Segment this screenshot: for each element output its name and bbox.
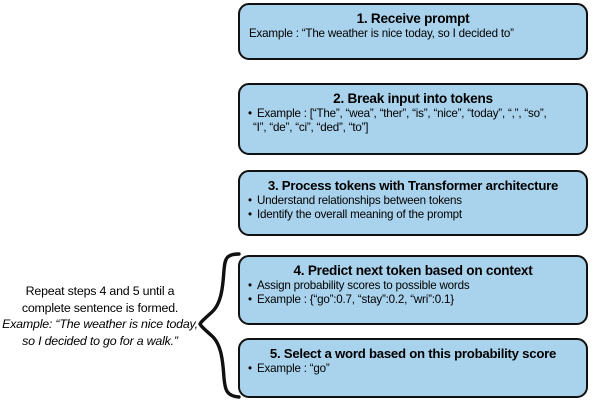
step-3-line-1: • Understand relationships between token…: [248, 194, 578, 208]
step-2-line-2-text: “I”, “de”, “ci”, “ded”, “to”]: [253, 121, 369, 135]
bullet-icon: •: [248, 208, 252, 222]
step-1-line-1-text: Example : “The weather is nice today, so…: [249, 27, 514, 40]
step-box-5: 5. Select a word based on this probabili…: [238, 338, 588, 398]
repeat-note-main: Repeat steps 4 and 5 until a complete se…: [21, 284, 179, 315]
bullet-icon: •: [248, 293, 252, 307]
step-4-line-1: • Assign probability scores to possible …: [248, 279, 578, 293]
step-4-line-2: • Example : {“go”:0.7, “stay”:0.2, “wri”…: [248, 293, 578, 307]
step-5-line-1-text: Example : “go”: [257, 362, 330, 375]
step-box-2: 2. Break input into tokens • Example : […: [238, 83, 588, 155]
step-2-line-1-text: Example : [“The”, “wea”, “ther”, “is”, “…: [257, 107, 547, 120]
step-4-line-1-text: Assign probability scores to possible wo…: [257, 279, 470, 292]
step-4-line-2-text: Example : {“go”:0.7, “stay”:0.2, “wri”:0…: [257, 293, 454, 307]
bullet-icon: •: [248, 107, 252, 120]
step-1-title: 1. Receive prompt: [356, 11, 470, 26]
bullet-icon: •: [248, 194, 252, 207]
step-3-title: 3. Process tokens with Transformer archi…: [267, 178, 559, 193]
step-4-title: 4. Predict next token based on context: [293, 263, 533, 278]
repeat-note-example: Example: “The weather is nice today, so …: [2, 317, 198, 348]
step-5-line-1: • Example : “go”: [248, 362, 578, 376]
repeat-note: Repeat steps 4 and 5 until a complete se…: [2, 283, 198, 349]
step-box-4: 4. Predict next token based on context •…: [238, 255, 588, 325]
bullet-icon: •: [248, 279, 252, 292]
step-1-line-1: Example : “The weather is nice today, so…: [248, 27, 578, 41]
step-box-1: 1. Receive prompt Example : “The weather…: [238, 3, 588, 60]
step-3-line-2-text: Identify the overall meaning of the prom…: [257, 208, 462, 222]
step-2-line-1: • Example : [“The”, “wea”, “ther”, “is”,…: [248, 107, 578, 121]
step-2-title: 2. Break input into tokens: [333, 91, 493, 106]
step-3-line-2: • Identify the overall meaning of the pr…: [248, 208, 578, 222]
step-3-line-1-text: Understand relationships between tokens: [257, 194, 462, 207]
step-2-line-2: “I”, “de”, “ci”, “ded”, “to”]: [248, 121, 578, 135]
bullet-icon: •: [248, 362, 252, 375]
curly-brace-icon: [198, 252, 241, 399]
step-5-title: 5. Select a word based on this probabili…: [269, 346, 557, 361]
step-box-3: 3. Process tokens with Transformer archi…: [238, 170, 588, 236]
